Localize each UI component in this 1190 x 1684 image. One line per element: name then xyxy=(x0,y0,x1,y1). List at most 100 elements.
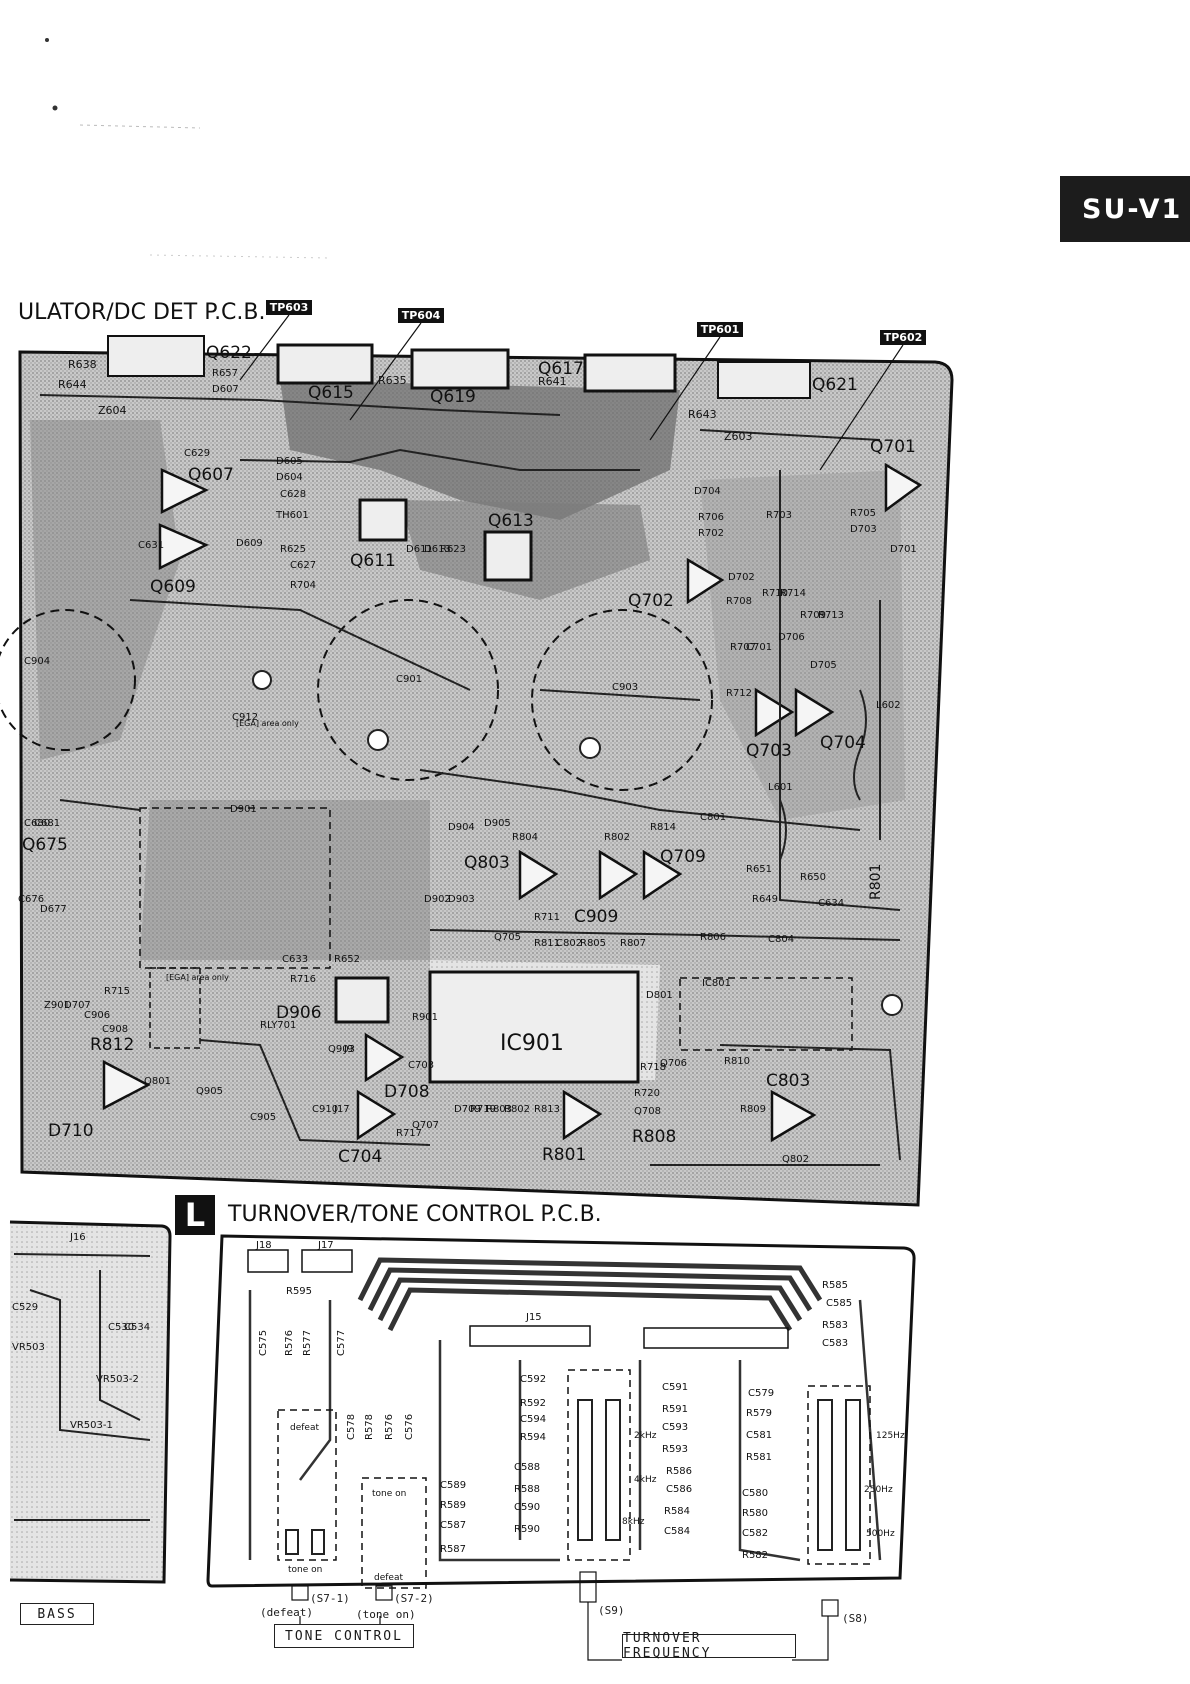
component-label: R582 xyxy=(742,1550,768,1561)
switch-label: tone on xyxy=(372,1489,406,1499)
component-label: D708 xyxy=(384,1082,430,1102)
component-label: R581 xyxy=(746,1452,772,1463)
component-label: Q801 xyxy=(144,1076,171,1087)
section-letter: L xyxy=(175,1195,215,1235)
test-point-label: TP603 xyxy=(270,301,309,314)
component-label: R810 xyxy=(724,1056,750,1067)
component-label: Z901 xyxy=(44,1000,70,1011)
component-label: C904 xyxy=(24,656,50,667)
bass-board-outline xyxy=(9,1220,172,1584)
component-label: Q905 xyxy=(196,1086,223,1097)
component-label: R643 xyxy=(688,408,717,421)
component-label: R804 xyxy=(512,832,538,843)
component-label: Q615 xyxy=(308,383,354,403)
component-label: R706 xyxy=(698,512,724,523)
scan-smudge xyxy=(149,254,331,259)
component-label: C703 xyxy=(408,1060,434,1071)
component-label: D605 xyxy=(276,456,303,467)
component-label: Q705 xyxy=(494,932,521,943)
component-label: R803 xyxy=(486,1104,512,1115)
lower-board-outline xyxy=(206,1234,916,1588)
component-label: R708 xyxy=(726,596,752,607)
component-label: C579 xyxy=(748,1388,774,1399)
component-label: C903 xyxy=(612,682,638,693)
component-label: Q701 xyxy=(870,437,916,457)
component-label: D611 xyxy=(406,544,433,555)
s9-caption: (S9) xyxy=(598,1604,625,1617)
component-label: R635 xyxy=(378,374,407,387)
component-label: R702 xyxy=(698,528,724,539)
component-label: R717 xyxy=(396,1128,422,1139)
component-label: Q708 xyxy=(634,1106,661,1117)
component-label: R707 xyxy=(730,642,756,653)
component-label: R589 xyxy=(440,1500,466,1511)
component-label: R580 xyxy=(742,1508,768,1519)
scan-smudge xyxy=(79,124,201,129)
bass-board-labels: J16 C530 C534 C529 VR503 VR503-2 VR503-1 xyxy=(12,1232,150,1431)
component-label: C631 xyxy=(138,540,164,551)
component-label: IC801 xyxy=(702,978,731,989)
component-label: C701 xyxy=(746,642,772,653)
component-label: Q619 xyxy=(430,387,476,407)
component-label: R718 xyxy=(640,1062,666,1073)
component-label: R711 xyxy=(534,912,560,923)
lower-board-title: TURNOVER/TONE CONTROL P.C.B. xyxy=(228,1202,602,1227)
component-label: C590 xyxy=(514,1502,540,1513)
switch-label: tone on xyxy=(288,1565,322,1575)
component-label: C592 xyxy=(520,1374,546,1385)
component-label: IC901 xyxy=(500,1031,564,1056)
tone-on-caption: (tone on) xyxy=(356,1608,416,1621)
component-label: R704 xyxy=(290,580,316,591)
component-label: R714 xyxy=(780,588,806,599)
component-label: D607 xyxy=(212,384,239,395)
component-label: D707 xyxy=(64,1000,91,1011)
trace-bundle xyxy=(357,1257,823,1332)
component-label: C802 xyxy=(556,938,582,949)
frequency-label: 8kHz xyxy=(622,1517,645,1527)
transistor-package xyxy=(107,335,205,377)
component-label: R802 xyxy=(604,832,630,843)
component-label: R649 xyxy=(752,894,778,905)
component-label: R720 xyxy=(634,1088,660,1099)
component-label: Q704 xyxy=(820,733,866,753)
component-label: R811 xyxy=(534,938,560,949)
switch-outline xyxy=(807,1385,871,1565)
mounting-hole xyxy=(367,729,389,751)
switch-label: defeat xyxy=(290,1423,319,1433)
component-label: C803 xyxy=(766,1071,810,1091)
component-label: J9 xyxy=(343,1044,353,1055)
component-label: R579 xyxy=(746,1408,772,1419)
component-label: Q709 xyxy=(660,847,706,867)
component-label: J17 xyxy=(317,1240,334,1251)
tone-control-caption: TONE CONTROL xyxy=(274,1624,414,1648)
scan-speck xyxy=(45,38,49,42)
component-label: C908 xyxy=(102,1024,128,1035)
transistor-symbols xyxy=(102,462,923,1143)
component-label: C628 xyxy=(280,489,306,500)
component-label: Q617 xyxy=(538,359,584,379)
ega-region xyxy=(139,807,331,969)
relay-region xyxy=(679,977,853,1051)
component-label: R651 xyxy=(746,864,772,875)
component-label: D702 xyxy=(728,572,755,583)
test-point-label: TP602 xyxy=(884,331,923,344)
component-label: D905 xyxy=(484,818,511,829)
component-label: R595 xyxy=(286,1286,312,1297)
component-label: L602 xyxy=(876,700,901,711)
component-label: C909 xyxy=(574,907,618,927)
component-label: D701 xyxy=(890,544,917,555)
component-label: D703 xyxy=(850,524,877,535)
transistor-package xyxy=(483,530,533,582)
component-label: R644 xyxy=(58,378,87,391)
component-label: J16 xyxy=(69,1232,86,1243)
component-label: C581 xyxy=(746,1430,772,1441)
component-label: Q609 xyxy=(150,577,196,597)
component-label: J18 xyxy=(255,1240,272,1251)
component-label: R592 xyxy=(520,1398,546,1409)
copper-area xyxy=(140,800,430,960)
connector-outline xyxy=(301,1249,353,1273)
component-label: R813 xyxy=(534,1104,560,1115)
s7-2-caption: (S7-2) xyxy=(394,1592,434,1605)
component-label: C575 xyxy=(258,1330,269,1356)
frequency-label: 125Hz xyxy=(876,1431,905,1441)
